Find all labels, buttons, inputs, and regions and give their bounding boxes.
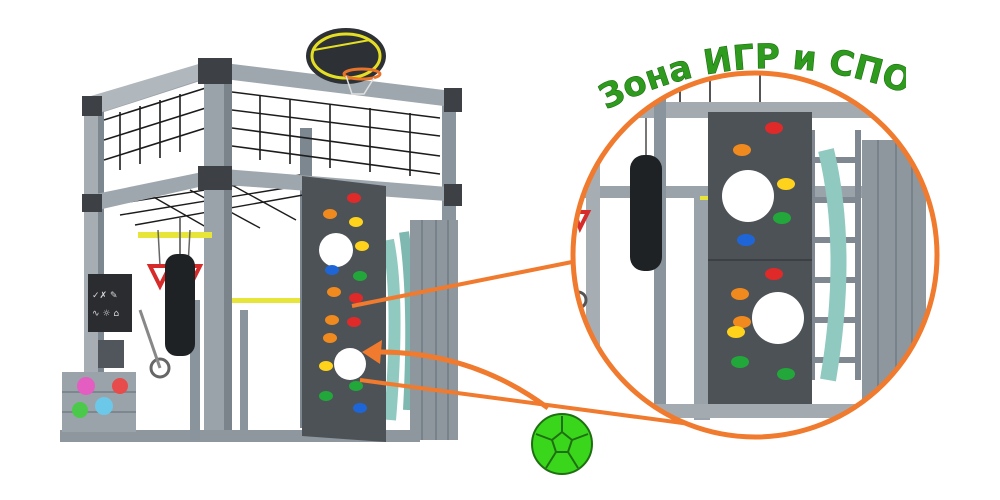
punching-bag-icon: [165, 218, 195, 356]
basketball-hoop-icon: [306, 28, 386, 95]
callout-connector: [351, 260, 691, 426]
soccer-ball-icon: [531, 413, 593, 475]
svg-text:∿ ☼ ⌂: ∿ ☼ ⌂: [92, 309, 119, 319]
title-graphic: Зона ИГР и СПОРТА: [596, 38, 906, 118]
svg-text:Зона ИГР и СПОРТА: Зона ИГР и СПОРТА: [596, 38, 906, 118]
toy-box: [62, 372, 136, 432]
zoom-circle-border: [570, 70, 940, 440]
climbing-wall-icon: [302, 176, 386, 442]
arrow-icon: [362, 340, 550, 411]
side-wall: [410, 220, 458, 440]
rope-ladder-icon: [382, 231, 416, 421]
page-title: Зона ИГР и СПОРТА: [596, 38, 906, 118]
svg-text:✓✗ ✎: ✓✗ ✎: [92, 291, 117, 301]
chalkboard: ✓✗ ✎ ∿ ☼ ⌂: [88, 274, 171, 379]
zoom-detail: [573, 73, 937, 437]
